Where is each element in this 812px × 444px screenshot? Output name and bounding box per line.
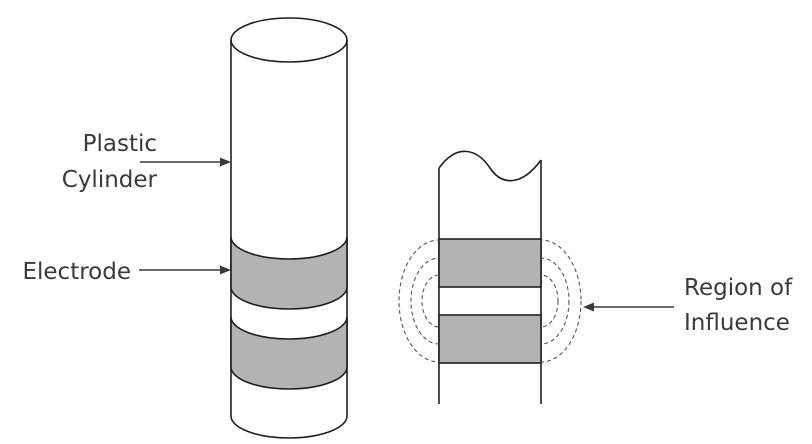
region-of-influence-arrow	[583, 302, 674, 312]
section-lower-electrode	[438, 314, 542, 364]
region-of-influence-label-line2: Influence	[684, 310, 790, 336]
section-top-break	[438, 150, 542, 182]
electrode-arrow	[139, 265, 231, 275]
electrode-label: Electrode	[22, 259, 131, 285]
plastic-cylinder-label: Plastic Cylinder	[62, 131, 158, 193]
field-lines-right	[541, 239, 582, 363]
upper-electrode-band	[230, 236, 348, 310]
plastic-cylinder-label-line1: Plastic	[83, 131, 157, 157]
plastic-cylinder-arrow	[140, 157, 231, 167]
section-upper-electrode	[438, 238, 542, 288]
cylinder-top-ellipse	[230, 17, 348, 63]
field-lines-left	[398, 239, 439, 363]
cylinder-bottom-curve	[230, 415, 348, 439]
region-of-influence-label-line1: Region of	[684, 275, 793, 301]
plastic-cylinder-label-line2: Cylinder	[62, 167, 158, 193]
lower-electrode-band	[230, 316, 348, 390]
region-of-influence-label: Region of Influence	[684, 275, 793, 336]
cylinder-section	[438, 150, 542, 404]
